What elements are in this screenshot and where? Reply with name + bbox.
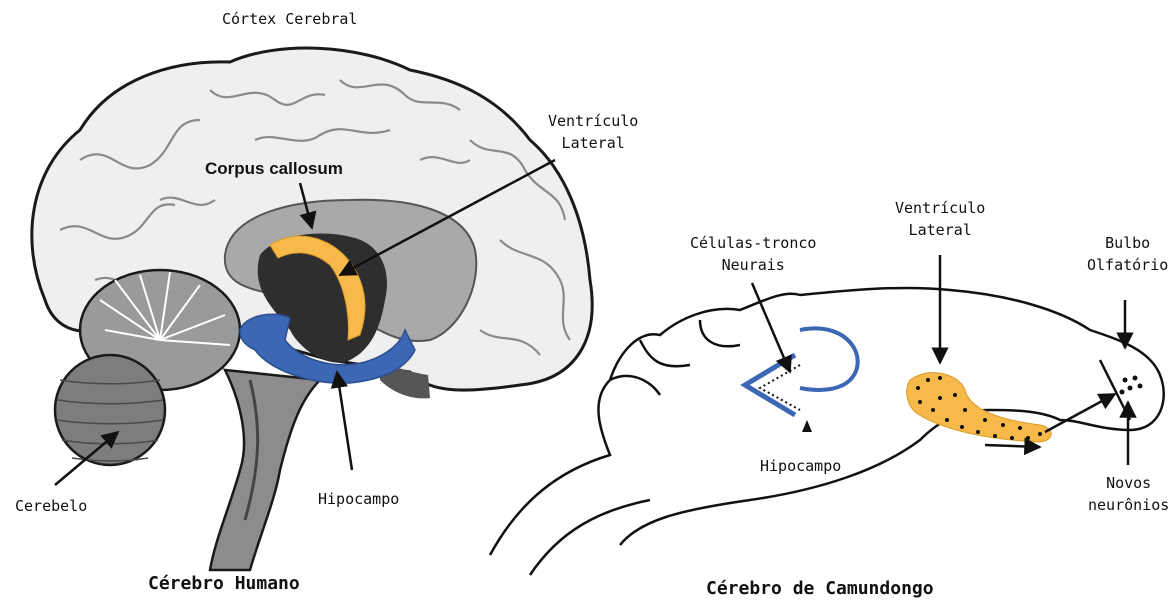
label-ventricle-human-line2: Lateral <box>548 132 638 154</box>
label-stem-cells-line1: Células-tronco <box>690 232 816 254</box>
title-human: Cérebro Humano <box>148 573 300 594</box>
title-mouse: Cérebro de Camundongo <box>706 578 934 599</box>
mouse-arrows <box>752 255 1128 465</box>
migration-arrow-1 <box>985 445 1040 447</box>
brainstem <box>210 370 320 570</box>
label-ventricle-mouse: Ventrículo Lateral <box>895 197 985 241</box>
label-hippocampus-mouse: Hipocampo <box>760 455 841 477</box>
label-stem-cells: Células-tronco Neurais <box>690 232 816 276</box>
label-ventricle-mouse-line1: Ventrículo <box>895 197 985 219</box>
label-stem-cells-line2: Neurais <box>690 254 816 276</box>
label-olfactory-bulb-line1: Bulbo <box>1087 232 1168 254</box>
label-new-neurons-line1: Novos <box>1088 472 1169 494</box>
label-new-neurons: Novos neurônios <box>1088 472 1169 516</box>
label-corpus-callosum: Corpus callosum <box>205 158 343 180</box>
mouse-cerebellum-folds <box>610 320 740 395</box>
label-olfactory-bulb: Bulbo Olfatório <box>1087 232 1168 276</box>
label-olfactory-bulb-line2: Olfatório <box>1087 254 1168 276</box>
new-neurons-dots <box>1120 376 1143 395</box>
label-hippocampus-human: Hipocampo <box>318 488 399 510</box>
label-ventricle-human: Ventrículo Lateral <box>548 110 638 154</box>
label-ventricle-human-line1: Ventrículo <box>548 110 638 132</box>
label-cerebellum: Cerebelo <box>15 495 87 517</box>
hippocampus-pointer <box>802 420 812 432</box>
label-cortex: Córtex Cerebral <box>222 8 357 30</box>
human-brain <box>32 48 592 570</box>
stem-cells-arrow <box>752 283 790 372</box>
label-new-neurons-line2: neurônios <box>1088 494 1169 516</box>
hippocampus-arrow-human <box>337 372 352 470</box>
mouse-hippocampus <box>745 328 858 415</box>
label-ventricle-mouse-line2: Lateral <box>895 219 985 241</box>
